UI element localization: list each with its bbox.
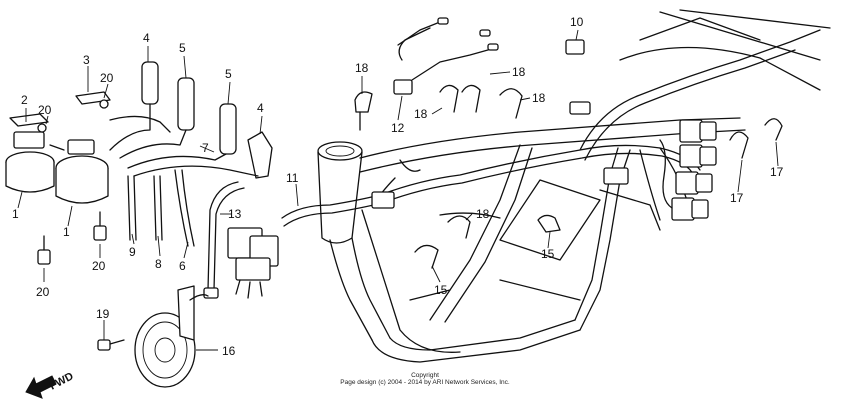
callout-labels: 1 1 2 20 3 20 4 5 5 4 7 9 8 6 13 11 20 2… bbox=[12, 15, 784, 358]
callout-18c: 18 bbox=[512, 65, 526, 79]
callout-15a: 15 bbox=[434, 283, 448, 297]
callout-9: 9 bbox=[129, 245, 136, 259]
wire-harness[interactable] bbox=[281, 29, 821, 227]
callout-11: 11 bbox=[286, 171, 299, 185]
callout-1b: 1 bbox=[63, 225, 70, 239]
callout-4b: 4 bbox=[257, 101, 264, 115]
callout-6: 6 bbox=[179, 259, 186, 273]
callout-7: 7 bbox=[202, 141, 209, 155]
callout-20b: 20 bbox=[100, 71, 114, 85]
connector-12[interactable] bbox=[393, 17, 499, 95]
plug-caps[interactable] bbox=[109, 61, 273, 179]
callout-13: 13 bbox=[228, 207, 242, 221]
callout-15b: 15 bbox=[541, 247, 555, 261]
coil-wires[interactable] bbox=[127, 169, 195, 247]
ignition-coils[interactable] bbox=[5, 131, 109, 204]
callout-18e: 18 bbox=[476, 207, 490, 221]
connector-10[interactable] bbox=[565, 39, 629, 185]
callout-5a: 5 bbox=[179, 41, 186, 55]
callout-3: 3 bbox=[83, 53, 90, 67]
callout-18d: 18 bbox=[532, 91, 546, 105]
bolts-20[interactable] bbox=[37, 211, 107, 265]
bolt-19[interactable] bbox=[97, 339, 125, 351]
callout-17b: 17 bbox=[770, 165, 784, 179]
callout-2: 2 bbox=[21, 93, 28, 107]
callout-12: 12 bbox=[391, 121, 405, 135]
callout-5b: 5 bbox=[225, 67, 232, 81]
copyright-notice: Copyright Page design (c) 2004 - 2014 by… bbox=[0, 372, 850, 386]
callout-20a: 20 bbox=[38, 103, 52, 117]
bands-17[interactable] bbox=[729, 118, 783, 159]
horn[interactable] bbox=[134, 285, 209, 388]
copyright-line-1: Copyright bbox=[411, 372, 439, 379]
callout-18a: 18 bbox=[355, 61, 369, 75]
callout-8: 8 bbox=[155, 257, 162, 271]
callout-17a: 17 bbox=[730, 191, 744, 205]
copyright-line-2: Page design (c) 2004 - 2014 by ARI Netwo… bbox=[340, 379, 510, 386]
callout-16: 16 bbox=[222, 344, 236, 358]
sub-harness-13[interactable] bbox=[203, 181, 245, 299]
callout-10: 10 bbox=[570, 15, 584, 29]
frame[interactable] bbox=[317, 9, 831, 363]
callout-20c: 20 bbox=[36, 285, 50, 299]
clip-15[interactable] bbox=[537, 214, 561, 233]
clamps-18[interactable] bbox=[354, 84, 523, 269]
callout-19: 19 bbox=[96, 307, 110, 321]
relays[interactable] bbox=[659, 119, 717, 221]
callout-18b: 18 bbox=[414, 107, 428, 121]
callout-4a: 4 bbox=[143, 31, 150, 45]
callout-20d: 20 bbox=[92, 259, 106, 273]
fuse-block[interactable] bbox=[227, 191, 395, 299]
coil-brackets[interactable] bbox=[9, 91, 111, 133]
callout-1a: 1 bbox=[12, 207, 19, 221]
leader-lines bbox=[17, 29, 779, 351]
